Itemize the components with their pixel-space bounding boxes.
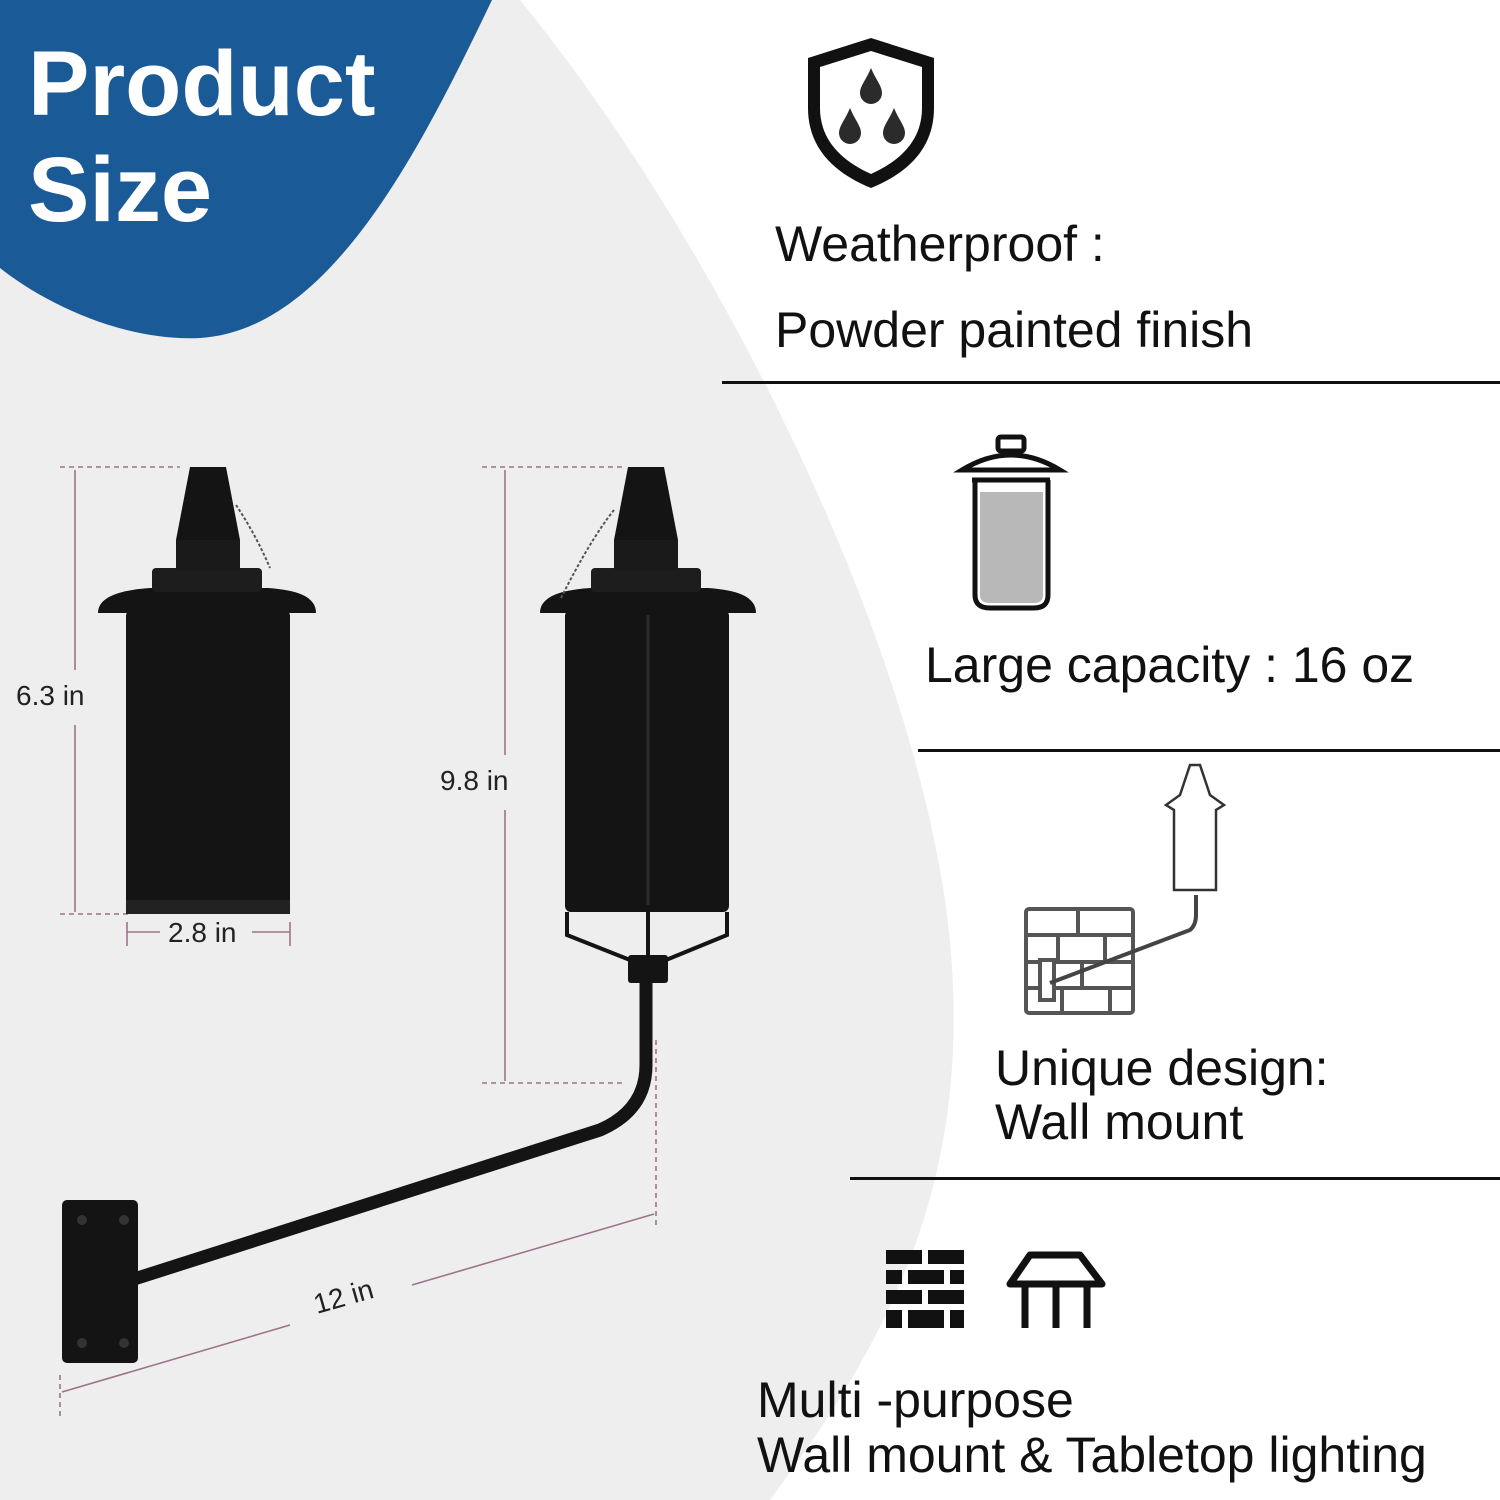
canister-icon (953, 434, 1069, 611)
design-detail: Wall mount (995, 1094, 1244, 1150)
design-title: Unique design: (995, 1040, 1329, 1096)
dim-torch-height: 9.8 in (440, 765, 509, 796)
table-icon (1006, 1251, 1106, 1328)
gray-curved-panel (0, 0, 954, 1500)
multipurpose-title: Multi -purpose (757, 1372, 1074, 1428)
wall-torch-icon (1024, 763, 1227, 1015)
dim-small-width: 2.8 in (168, 917, 237, 948)
banner-title-line1: Product (28, 33, 376, 135)
section-dividers (722, 381, 1500, 1180)
dim-small-height: 6.3 in (16, 680, 85, 711)
capacity-title: Large capacity : 16 oz (925, 637, 1415, 693)
wall-torch-drawing (62, 467, 756, 1363)
weatherproof-detail: Powder painted finish (775, 302, 1254, 358)
multipurpose-detail: Wall mount & Tabletop lighting (757, 1427, 1427, 1483)
blue-banner-shape (0, 0, 492, 339)
small-canister-drawing (98, 467, 316, 914)
banner-title-line2: Size (28, 139, 213, 241)
shield-drops-icon (808, 38, 934, 188)
dimension-lines (59, 466, 657, 1418)
brick-wall-icon (886, 1250, 964, 1328)
weatherproof-title: Weatherproof : (775, 216, 1105, 272)
